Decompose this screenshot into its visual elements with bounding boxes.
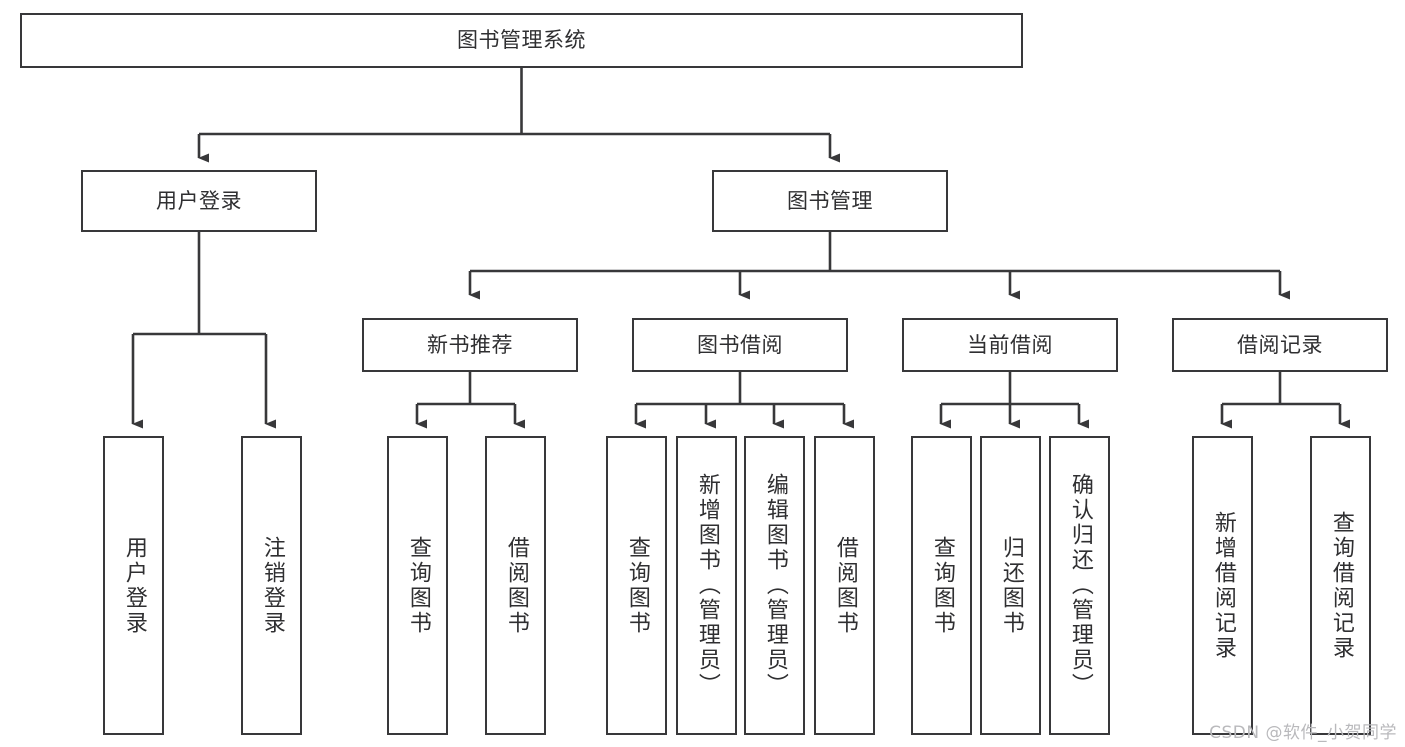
node-label: 图书管理 <box>787 188 873 213</box>
node-label: 查询借阅记录 <box>1328 510 1354 661</box>
node-label: 查询图书 <box>624 535 650 636</box>
leaf-borrow-books-newbook[interactable]: 借阅图书 <box>485 436 546 735</box>
node-label: 注销登录 <box>259 535 285 636</box>
leaf-add-book-admin[interactable]: 新增图书（管理员） <box>676 436 737 735</box>
leaf-query-books-current[interactable]: 查询图书 <box>911 436 972 735</box>
node-label: 归还图书 <box>998 535 1024 636</box>
leaf-query-books-borrow[interactable]: 查询图书 <box>606 436 667 735</box>
node-label: 查询图书 <box>929 535 955 636</box>
node-label: 确认归还（管理员） <box>1067 473 1093 698</box>
node-label: 图书借阅 <box>697 332 783 357</box>
node-label: 新增图书（管理员） <box>694 473 720 698</box>
leaf-borrow-books[interactable]: 借阅图书 <box>814 436 875 735</box>
node-label: 图书管理系统 <box>457 28 586 53</box>
leaf-add-borrow-record[interactable]: 新增借阅记录 <box>1192 436 1253 735</box>
node-label: 新增借阅记录 <box>1210 510 1236 661</box>
node-label: 编辑图书（管理员） <box>762 473 788 698</box>
node-label: 查询图书 <box>405 535 431 636</box>
leaf-query-borrow-record[interactable]: 查询借阅记录 <box>1310 436 1371 735</box>
node-label: 借阅记录 <box>1237 332 1323 357</box>
node-book-borrowing[interactable]: 图书借阅 <box>632 318 848 372</box>
node-borrowing-records[interactable]: 借阅记录 <box>1172 318 1388 372</box>
node-label: 借阅图书 <box>832 535 858 636</box>
node-label: 用户登录 <box>121 535 147 636</box>
leaf-return-books[interactable]: 归还图书 <box>980 436 1041 735</box>
csdn-watermark: CSDN @软件_小贺同学 <box>1209 723 1397 743</box>
leaf-query-books-newbook[interactable]: 查询图书 <box>387 436 448 735</box>
node-label: 当前借阅 <box>967 332 1053 357</box>
leaf-edit-book-admin[interactable]: 编辑图书（管理员） <box>744 436 805 735</box>
leaf-confirm-return-admin[interactable]: 确认归还（管理员） <box>1049 436 1110 735</box>
leaf-user-login[interactable]: 用户登录 <box>103 436 164 735</box>
node-user-login[interactable]: 用户登录 <box>81 170 317 232</box>
node-book-management-system[interactable]: 图书管理系统 <box>20 13 1023 68</box>
node-label: 新书推荐 <box>427 332 513 357</box>
node-book-management[interactable]: 图书管理 <box>712 170 948 232</box>
node-label: 借阅图书 <box>503 535 529 636</box>
node-current-borrowing[interactable]: 当前借阅 <box>902 318 1118 372</box>
node-label: 用户登录 <box>156 188 242 213</box>
leaf-logout[interactable]: 注销登录 <box>241 436 302 735</box>
node-new-book-recommendation[interactable]: 新书推荐 <box>362 318 578 372</box>
